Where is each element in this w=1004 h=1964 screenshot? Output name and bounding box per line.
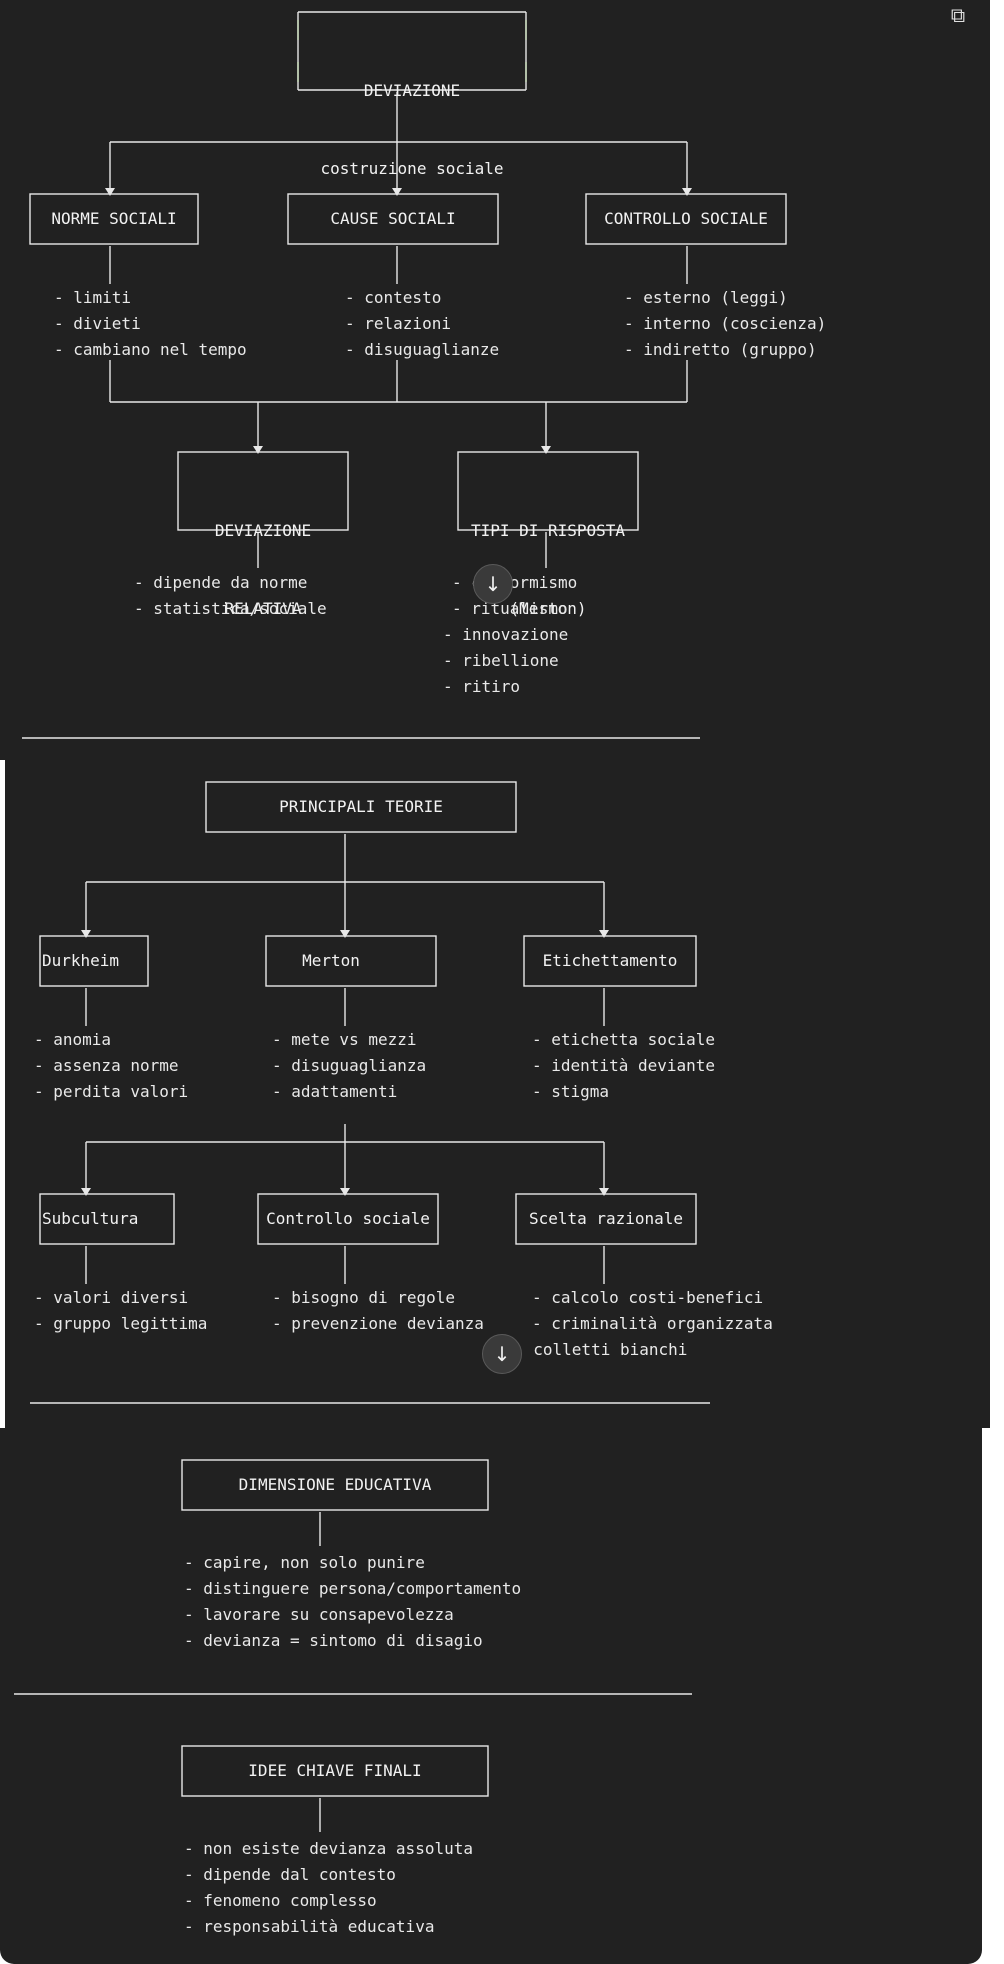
risposta-item: - innovazione <box>443 625 569 644</box>
subcultura-item: - valori diversi <box>34 1288 189 1307</box>
scelta-item: - criminalità organizzata <box>532 1314 773 1333</box>
diagram-panel-1 <box>0 0 990 760</box>
norme-item: - limiti <box>54 288 132 307</box>
etichettamento-item: - etichetta sociale <box>532 1030 716 1049</box>
relativa-line2: RELATIVA <box>224 599 302 618</box>
idee-item: - dipende dal contesto <box>184 1865 396 1884</box>
norme-item: - cambiano nel tempo <box>54 340 247 359</box>
node-subcultura: Subcultura <box>42 1209 139 1228</box>
arrow-down-icon[interactable]: ↓ <box>473 564 513 604</box>
node-norme-sociali: NORME SOCIALI <box>51 209 177 228</box>
copy-icon[interactable]: ⧉ <box>950 3 966 27</box>
node-cause-sociali: CAUSE SOCIALI <box>330 209 456 228</box>
cause-item: - disuguaglianze <box>345 340 500 359</box>
node-tipi-di-risposta: TIPI DI RISPOSTA (Merton) <box>458 466 638 648</box>
relativa-item: - statistica/sociale <box>134 599 327 618</box>
educativa-item: - distinguere persona/comportamento <box>184 1579 522 1598</box>
node-idee-chiave-finali: IDEE CHIAVE FINALI <box>248 1761 422 1780</box>
cause-item: - contesto <box>345 288 442 307</box>
node-merton: Merton <box>302 951 360 970</box>
durkheim-item: - assenza norme <box>34 1056 179 1075</box>
node-controllo-sociale-teoria: Controllo sociale <box>266 1209 430 1228</box>
controllo2-item: - prevenzione devianza <box>272 1314 484 1333</box>
risposta-line2: (Merton) <box>509 599 587 618</box>
diagram-panel-3 <box>0 1428 982 1964</box>
merton-item: - adattamenti <box>272 1082 398 1101</box>
merton-item: - disuguaglianza <box>272 1056 427 1075</box>
scelta-item: - colletti bianchi <box>514 1340 688 1359</box>
etichettamento-item: - stigma <box>532 1082 610 1101</box>
node-deviazione-relativa: DEVIAZIONE RELATIVA <box>178 466 348 648</box>
cause-item: - relazioni <box>345 314 451 333</box>
durkheim-item: - anomia <box>34 1030 112 1049</box>
etichettamento-item: - identità deviante <box>532 1056 716 1075</box>
educativa-item: - lavorare su consapevolezza <box>184 1605 454 1624</box>
risposta-item: - ritiro <box>443 677 521 696</box>
risposta-line1: TIPI DI RISPOSTA <box>470 521 626 540</box>
root-subtitle: costruzione sociale <box>320 159 504 178</box>
controllo2-item: - bisogno di regole <box>272 1288 456 1307</box>
node-controllo-sociale: CONTROLLO SOCIALE <box>604 209 768 228</box>
idee-item: - fenomeno complesso <box>184 1891 377 1910</box>
root-node: DEVIAZIONE costruzione sociale <box>298 26 526 208</box>
merton-item: - mete vs mezzi <box>272 1030 417 1049</box>
relativa-line1: DEVIAZIONE <box>214 521 312 540</box>
norme-item: - divieti <box>54 314 141 333</box>
risposta-item: - ribellione <box>443 651 559 670</box>
controllo-item: - interno (coscienza) <box>624 314 827 333</box>
risposta-item: - conformismo <box>452 573 578 592</box>
durkheim-item: - perdita valori <box>34 1082 189 1101</box>
relativa-item: - dipende da norme <box>134 573 308 592</box>
node-principali-teorie: PRINCIPALI TEORIE <box>279 797 443 816</box>
educativa-item: - capire, non solo punire <box>184 1553 425 1572</box>
idee-item: - non esiste devianza assoluta <box>184 1839 473 1858</box>
controllo-item: - indiretto (gruppo) <box>624 340 817 359</box>
subcultura-item: - gruppo legittima <box>34 1314 208 1333</box>
scelta-item: - calcolo costi-benefici <box>532 1288 764 1307</box>
educativa-item: - devianza = sintomo di disagio <box>184 1631 483 1650</box>
arrow-down-icon[interactable]: ↓ <box>482 1334 522 1374</box>
node-dimensione-educativa: DIMENSIONE EDUCATIVA <box>238 1475 432 1494</box>
node-scelta-razionale: Scelta razionale <box>528 1209 684 1228</box>
risposta-item: - ritualismo <box>452 599 568 618</box>
idee-item: - responsabilità educativa <box>184 1917 435 1936</box>
controllo-item: - esterno (leggi) <box>624 288 788 307</box>
diagram-panel-2 <box>5 760 990 1428</box>
root-title: DEVIAZIONE <box>363 81 461 100</box>
node-durkheim: Durkheim <box>42 951 120 970</box>
node-etichettamento: Etichettamento <box>542 951 678 970</box>
